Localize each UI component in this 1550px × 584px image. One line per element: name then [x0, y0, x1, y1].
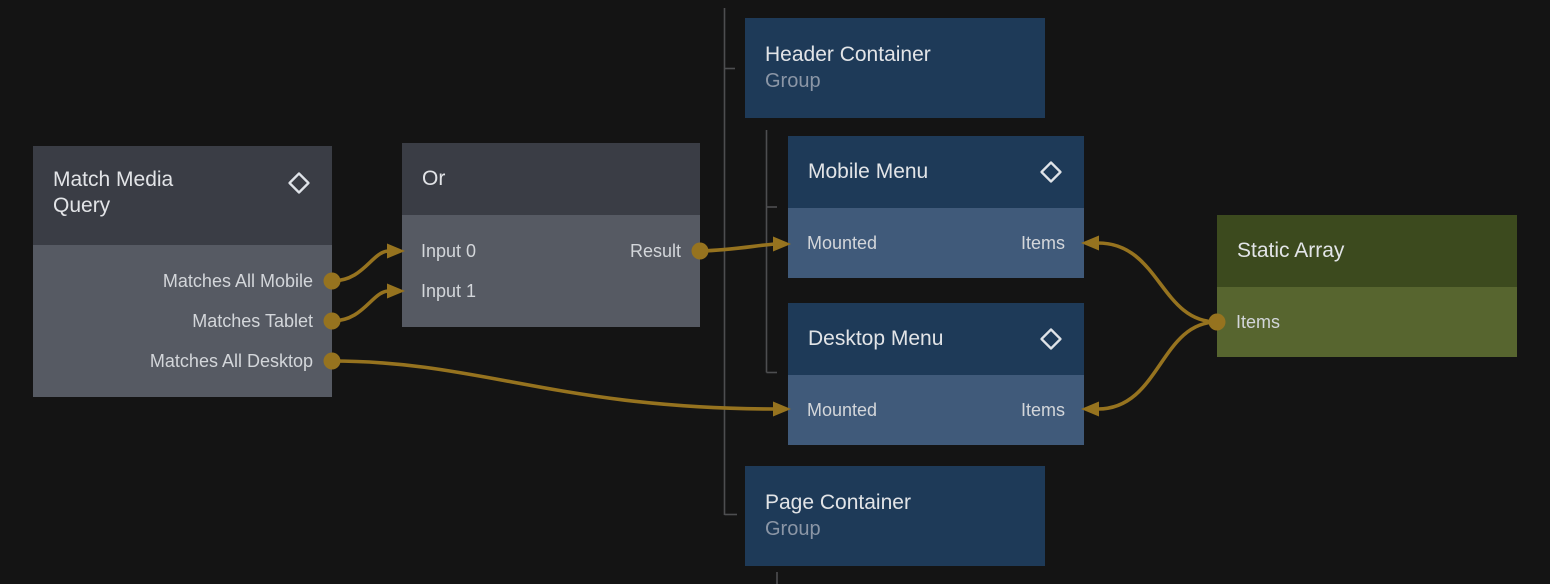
node-match-media-query[interactable]: Match Media Query Matches All Mobile Mat… — [33, 146, 332, 397]
node-body: Input 0 Result Input 1 — [402, 215, 700, 327]
node-title: Static Array — [1237, 239, 1345, 262]
port-row: Input 0 Result — [402, 231, 700, 271]
node-header: Match Media Query — [33, 146, 332, 245]
wire-desktop-to-mounted[interactable] — [330, 359, 778, 411]
output-port-matches-tablet[interactable]: Matches Tablet — [192, 310, 313, 331]
node-or[interactable]: Or Input 0 Result Input 1 — [402, 143, 700, 327]
output-port-items[interactable]: Items — [1236, 311, 1281, 332]
diamond-shape — [1040, 328, 1062, 350]
component-diamond-icon — [1040, 161, 1062, 183]
input-port-items[interactable]: Items — [1020, 399, 1065, 420]
input-port-input-1[interactable]: Input 1 — [421, 280, 477, 301]
wire-tablet-to-input1[interactable] — [330, 289, 391, 323]
port-row: Mounted Items — [788, 223, 1084, 263]
node-body: Matches All Mobile Matches Tablet Matche… — [33, 245, 332, 397]
component-diamond-icon — [1040, 328, 1062, 350]
node-desktop-menu[interactable]: Desktop Menu Mounted Items — [788, 303, 1084, 445]
node-header: Static Array — [1217, 215, 1517, 287]
node-body: Mounted Items — [788, 208, 1084, 278]
node-type-label: Group — [765, 518, 821, 540]
wire-mobile-to-input0[interactable] — [330, 249, 391, 283]
node-title: Desktop Menu — [808, 327, 944, 350]
diamond-shape — [1040, 161, 1062, 183]
component-diamond-icon — [288, 172, 310, 194]
node-header-container[interactable]: Header Container Group — [745, 18, 1045, 118]
node-page-container[interactable]: Page Container Group — [745, 466, 1045, 566]
output-port-matches-all-desktop[interactable]: Matches All Desktop — [149, 350, 313, 371]
node-title: Page Container — [765, 491, 911, 514]
node-body: Mounted Items — [788, 375, 1084, 445]
input-port-mounted[interactable]: Mounted — [807, 232, 878, 253]
input-port-mounted[interactable]: Mounted — [807, 399, 878, 420]
node-type-label: Group — [765, 70, 821, 92]
input-port-items[interactable]: Items — [1020, 232, 1065, 253]
wire-items-to-mobile-items[interactable] — [1096, 241, 1219, 324]
node-title: Mobile Menu — [808, 160, 929, 183]
node-header: Mobile Menu — [788, 136, 1084, 208]
wire-items-to-desktop-items[interactable] — [1096, 320, 1219, 411]
diamond-shape — [288, 172, 310, 194]
node-static-array[interactable]: Static Array Items — [1217, 215, 1517, 357]
node-title: Header Container — [765, 43, 931, 66]
node-mobile-menu[interactable]: Mobile Menu Mounted Items — [788, 136, 1084, 278]
node-title: Match Media Query — [53, 168, 174, 217]
node-title: Or — [422, 167, 446, 190]
node-body: Items — [1217, 287, 1517, 357]
output-port-result[interactable]: Result — [629, 240, 681, 261]
output-port-matches-all-mobile[interactable]: Matches All Mobile — [162, 270, 313, 291]
input-port-input-0[interactable]: Input 0 — [421, 240, 477, 261]
wire-result-to-mounted[interactable] — [698, 242, 778, 253]
node-header: Or — [402, 143, 700, 215]
node-header: Desktop Menu — [788, 303, 1084, 375]
port-row: Mounted Items — [788, 390, 1084, 430]
